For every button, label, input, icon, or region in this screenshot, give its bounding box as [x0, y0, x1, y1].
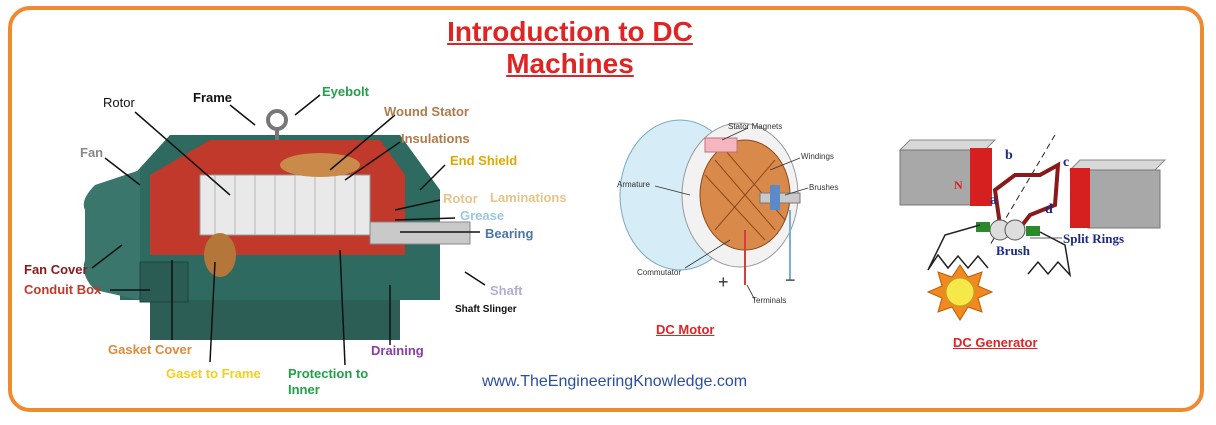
label-terminals: Terminals: [752, 296, 787, 305]
label-n: N: [954, 178, 963, 192]
motor-leader-lines: [654, 127, 809, 301]
s-pole-face: [1070, 168, 1090, 228]
brush-right: [1026, 226, 1040, 236]
label-bearing: Bearing: [485, 226, 534, 241]
label-stator-magnets: Stator Magnets: [728, 122, 783, 131]
rotation-axis: [989, 134, 1056, 246]
label-insulations: Insulations: [401, 131, 470, 146]
bulb-shape: [945, 277, 975, 307]
label-end-shield: End Shield: [450, 153, 518, 168]
winding-end: [204, 233, 236, 277]
dc-generator-caption: DC Generator: [953, 335, 1038, 350]
website-url: www.TheEngineeringKnowledge.com: [482, 373, 748, 390]
n-pole-face: [970, 148, 992, 206]
brush-left: [976, 222, 990, 232]
label-wound-stator: Wound Stator: [384, 104, 469, 119]
rotor-lamination-lines: [214, 175, 356, 235]
label-s: S: [1077, 192, 1084, 206]
stator-winding: [280, 153, 360, 177]
split-ring-right: [1004, 219, 1026, 241]
orange-border-frame: [8, 6, 1204, 412]
label-d: d: [1045, 202, 1053, 217]
label-conduit-box: Conduit Box: [24, 282, 102, 297]
circuit-wire-right: [1027, 231, 1072, 278]
label-plus: +: [718, 272, 729, 292]
label-eyebolt: Eyebolt: [322, 84, 369, 99]
label-fan-cover: Fan Cover: [24, 262, 88, 277]
label-fan: Fan: [80, 145, 104, 160]
conduit-box-shape: [139, 261, 189, 303]
armature-coil: [992, 161, 1061, 230]
label-split-rings: Split Rings: [1063, 231, 1125, 246]
fan-cover-shape: [83, 170, 140, 300]
label-gaset-to-frame: Gaset to Frame: [166, 366, 261, 381]
page-title: Introduction to DC Machines: [447, 16, 693, 79]
label-minus: −: [785, 270, 796, 290]
label-grease: Grease: [460, 208, 505, 223]
label-shaft-slinger: Shaft Slinger: [455, 304, 517, 315]
label-frame: Frame: [193, 90, 233, 105]
stator-magnet-top: [704, 137, 738, 153]
label-windings: Windings: [801, 152, 834, 161]
label-shaft: Shaft: [490, 283, 523, 298]
rotor-core: [199, 174, 371, 236]
label-rotor: Rotor: [103, 95, 135, 110]
s-magnet: [1087, 169, 1161, 229]
label-protection-to-inner: Protection to Inner: [288, 366, 369, 397]
label-commutator: Commutator: [637, 268, 682, 277]
label-draining: Draining: [371, 343, 424, 358]
label-gasket-cover: Gasket Cover: [108, 342, 192, 357]
shaft-shape: [369, 221, 471, 245]
motor-base: [150, 300, 400, 340]
label-c: c: [1063, 155, 1070, 170]
label-a: a: [990, 193, 997, 208]
label-rotor-2: Rotor: [443, 191, 478, 206]
label-armature: Armature: [617, 180, 650, 189]
label-b: b: [1005, 148, 1013, 163]
leader-lines: [91, 94, 486, 366]
label-brush: Brush: [996, 243, 1030, 258]
label-brushes: Brushes: [809, 183, 839, 192]
circuit-wire-left: [927, 224, 989, 271]
brush-shape: [770, 185, 780, 210]
label-laminations: Laminations: [490, 190, 567, 205]
dc-motor-caption: DC Motor: [656, 322, 715, 337]
